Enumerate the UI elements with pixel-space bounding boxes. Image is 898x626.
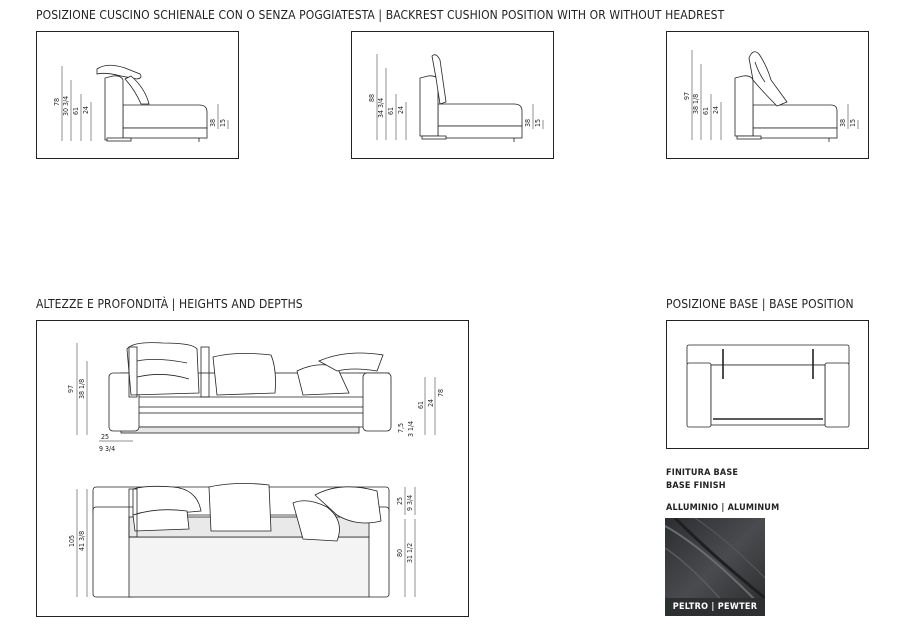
dim-label: 34 3/4 xyxy=(377,98,385,118)
dim-label: 88 xyxy=(368,94,376,102)
side-profile-drawing-headrest: 97 38 1/8 61 24 38 15 xyxy=(683,50,859,142)
dim-label: 24 xyxy=(397,106,405,114)
dim-label: 61 xyxy=(702,107,710,115)
dim-label: 61 xyxy=(387,107,395,115)
dim-label: 9 3/4 xyxy=(406,495,414,511)
base-position-heading: POSIZIONE BASE | BASE POSITION xyxy=(666,297,854,311)
dim-label: 61 xyxy=(417,401,425,409)
side-profile-drawing-folded: 78 30 3/4 61 24 38 15 xyxy=(53,64,229,142)
dim-label: 24 xyxy=(427,399,435,407)
base-position-drawing xyxy=(686,344,850,428)
base-position-panel xyxy=(666,320,869,449)
dim-label: 25 xyxy=(396,497,404,505)
dim-label: 97 xyxy=(683,92,691,100)
dim-label: 24 xyxy=(82,106,90,114)
dim-label: 30 3/4 xyxy=(62,96,70,116)
dim-label: 15 xyxy=(534,119,542,127)
sofa-front-and-top-drawing: 97 38 1/8 25 9 3/4 7,5 3 1/4 61 24 78 xyxy=(67,342,445,598)
dim-label: 78 xyxy=(53,98,61,106)
dim-label: 38 1/8 xyxy=(692,94,700,114)
dim-label: 15 xyxy=(219,119,227,127)
backrest-view-upright: 88 34 3/4 61 24 38 15 xyxy=(351,31,554,159)
swatch-label: PELTRO | PEWTER xyxy=(665,598,765,616)
dim-label: 31 1/2 xyxy=(406,543,414,563)
side-profile-drawing-upright: 88 34 3/4 61 24 38 15 xyxy=(368,54,544,142)
finish-title-en: BASE FINISH xyxy=(666,481,726,491)
dim-label: 105 xyxy=(68,535,76,547)
dim-label: 38 xyxy=(524,119,532,127)
sofa-top-view xyxy=(92,483,390,598)
dim-label: 38 xyxy=(209,119,217,127)
dim-label: 9 3/4 xyxy=(99,445,115,453)
finish-title-it: FINITURA BASE xyxy=(666,468,739,478)
dim-label: 25 xyxy=(101,433,109,441)
finish-swatch: PELTRO | PEWTER xyxy=(665,518,765,616)
dim-label: 15 xyxy=(849,119,857,127)
heights-heading: ALTEZZE E PROFONDITÀ | HEIGHTS AND DEPTH… xyxy=(36,297,303,311)
dim-label: 61 xyxy=(72,107,80,115)
sofa-front-view xyxy=(108,342,392,434)
dim-label: 24 xyxy=(712,106,720,114)
backrest-heading: POSIZIONE CUSCINO SCHIENALE CON O SENZA … xyxy=(36,8,725,22)
dim-label: 97 xyxy=(67,385,75,393)
backrest-view-folded: 78 30 3/4 61 24 38 15 xyxy=(36,31,239,159)
dim-label: 78 xyxy=(437,389,445,397)
finish-material: ALLUMINIO | ALUMINUM xyxy=(666,503,780,513)
dim-label: 38 xyxy=(839,119,847,127)
dim-label: 7,5 xyxy=(397,423,405,433)
dim-label: 38 1/8 xyxy=(78,379,86,399)
dim-label: 41 3/8 xyxy=(78,531,86,551)
backrest-view-headrest: 97 38 1/8 61 24 38 15 xyxy=(666,31,869,159)
dim-label: 80 xyxy=(396,549,404,557)
dim-label: 3 1/4 xyxy=(407,421,415,437)
heights-depths-panel: 97 38 1/8 25 9 3/4 7,5 3 1/4 61 24 78 xyxy=(36,320,469,617)
